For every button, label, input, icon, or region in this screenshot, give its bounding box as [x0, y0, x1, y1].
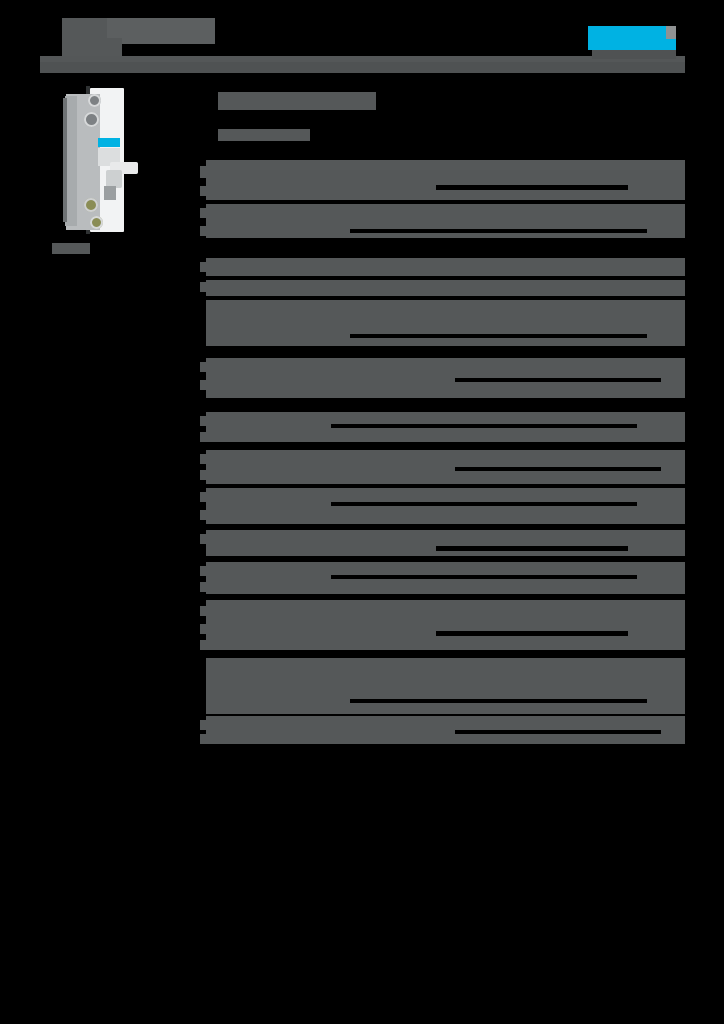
table-row-label-stub [200, 566, 208, 576]
table-row-value-gap [455, 378, 662, 382]
table-row-label-stub [200, 226, 208, 236]
table-row-label-stub [200, 582, 208, 592]
product-mounting-slot [104, 186, 116, 200]
page-header [0, 0, 724, 78]
section-title [218, 92, 376, 110]
table-row-label-stub [200, 262, 208, 272]
table-row-value-gap [455, 730, 662, 734]
table-row-label-stub [200, 454, 208, 464]
product-terminal-top-1 [88, 94, 101, 107]
table-row-label-stub [200, 534, 208, 544]
product-rating-label [98, 148, 120, 166]
table-row-value-gap [455, 467, 662, 471]
table-row-label-stub [200, 492, 208, 502]
table-row-value-gap [435, 631, 628, 636]
table-row-label-stub [200, 734, 208, 744]
table-row-value-gap [330, 574, 638, 579]
table-row [206, 300, 685, 346]
page-footer: www.hager.ie [0, 968, 724, 1024]
table-row-label-stub [200, 720, 208, 730]
table-row-value-gap [330, 502, 638, 507]
table-row-value-gap [349, 699, 647, 704]
header-divider [40, 56, 685, 66]
table-row-label-stub [200, 510, 208, 520]
hager-logo-underline [592, 50, 676, 59]
table-row [206, 160, 685, 200]
product-photo [56, 86, 142, 234]
table-row-label-stub [200, 416, 208, 426]
table-row-label-stub [200, 208, 208, 218]
table-row-label-stub [200, 362, 208, 372]
table-row-label-stub [200, 640, 208, 650]
hager-logo [588, 22, 680, 58]
table-row [206, 530, 685, 556]
table-row-label-stub [200, 606, 208, 616]
product-brand-stripe [98, 138, 120, 147]
hager-logo-wordmark [588, 26, 676, 50]
table-row-label-stub [200, 282, 208, 292]
table-row-label-stub [200, 380, 208, 390]
section-subtitle [218, 129, 310, 141]
header-divider-shadow [40, 62, 685, 73]
table-row [206, 258, 685, 276]
table-row [206, 280, 685, 296]
document-subtitle [62, 38, 122, 60]
table-row-value-gap [349, 334, 647, 339]
product-terminal-bottom-1 [84, 198, 98, 212]
product-caption [52, 243, 90, 254]
table-row-label-stub [200, 186, 208, 196]
product-terminal-top-2 [84, 112, 99, 127]
table-row-value-gap [435, 546, 628, 552]
hager-logo-tail-mark [666, 26, 676, 39]
table-row-label-stub [200, 432, 208, 442]
product-terminal-bottom-2 [90, 216, 103, 229]
product-housing-side-inner [65, 96, 77, 226]
table-row-value-gap [349, 229, 647, 234]
table-row [206, 658, 685, 714]
document-title-line-2 [107, 18, 215, 44]
product-housing-edge [63, 98, 67, 222]
table-row-value-gap [330, 424, 638, 428]
table-row-label-stub [200, 166, 208, 178]
product-image-column [40, 80, 190, 280]
table-row-label-stub [200, 624, 208, 634]
table-row-label-stub [200, 470, 208, 480]
table-row [206, 600, 685, 650]
table-row-value-gap [435, 184, 628, 190]
product-actuator-body [106, 170, 122, 188]
